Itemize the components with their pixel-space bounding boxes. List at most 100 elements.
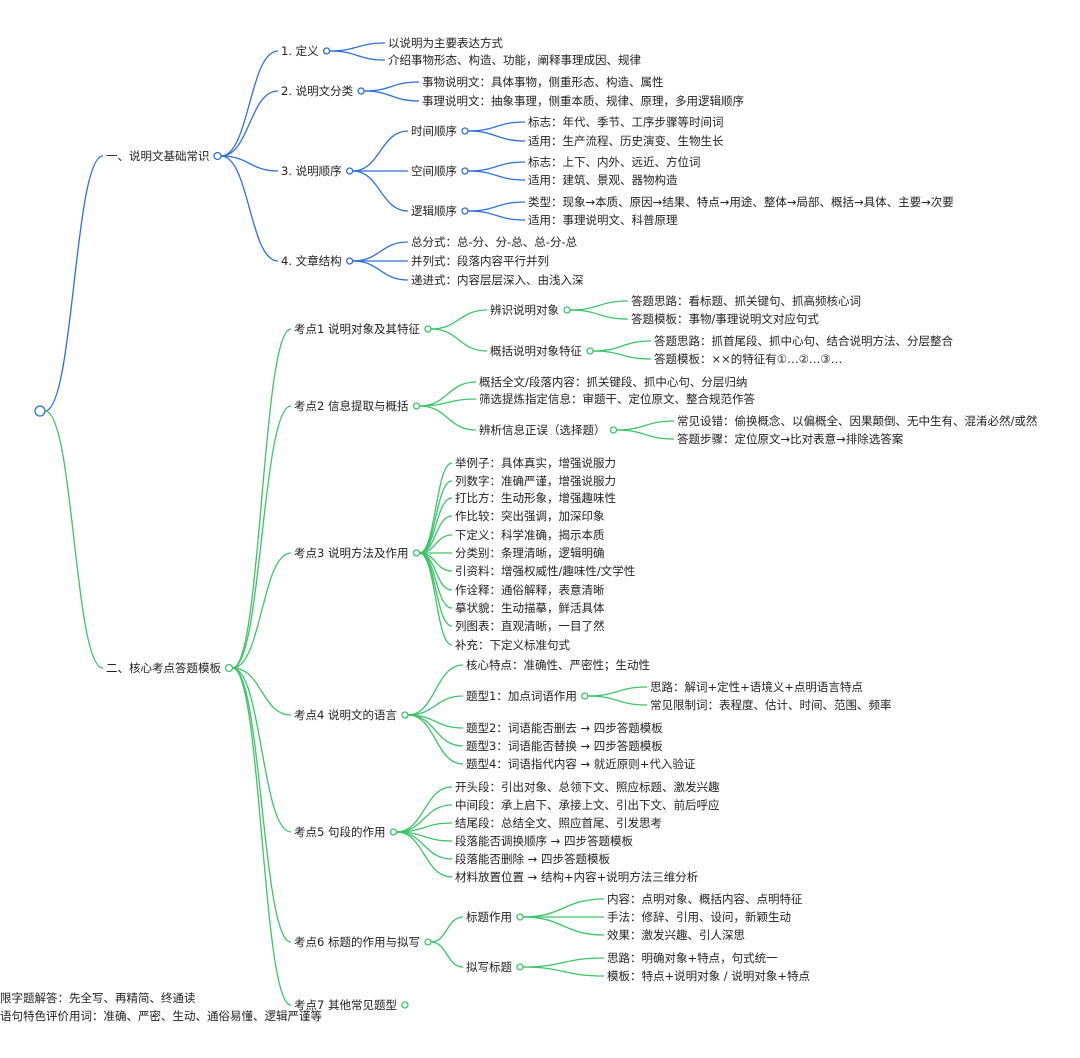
detail-label: 答题步骤：定位原文→比对表意→排除选答案 [677, 432, 904, 446]
subtopic-label: 空间顺序 [411, 164, 457, 178]
subtopic-label: 题型2：词语能否删去 → 四步答题模板 [466, 721, 663, 735]
subtopic-label: 中间段：承上启下、承接上文、引出下文、前后呼应 [455, 798, 720, 812]
subtopic-label: 介绍事物形态、构造、功能，阐释事理成因、规律 [388, 53, 641, 67]
subtopic-label: 限字题解答：先全写、再精简、终通读 [0, 991, 196, 1005]
root-node-toggle[interactable] [34, 405, 46, 417]
connector-root-0 [44, 155, 104, 412]
subtopic-collapse-toggle[interactable] [516, 963, 524, 971]
connector-l4 [616, 429, 675, 440]
subtopic-label: 开头段：引出对象、总领下文、照应标题、激发兴趣 [455, 780, 720, 794]
connector-l3 [430, 309, 488, 330]
connector-l4 [467, 121, 526, 132]
connector-l3 [419, 552, 453, 627]
subtopic-collapse-toggle[interactable] [563, 306, 571, 314]
connector-l3 [407, 695, 464, 716]
connector-l3 [352, 260, 409, 281]
topic-label: 3. 说明顺序 [281, 164, 342, 178]
detail-label: 适用：事理说明文、科普原理 [528, 213, 678, 227]
subtopic-label: 举例子：具体真实，增强说服力 [455, 456, 616, 470]
topic-collapse-toggle[interactable] [345, 257, 354, 265]
connector-l4 [467, 161, 526, 172]
subtopic-label: 概括全文/段落内容：抓关键段、抓中心句、分层归纳 [479, 375, 748, 389]
connector-l2 [232, 667, 292, 716]
detail-label: 适用：生产流程、历史演变、生物生长 [528, 134, 724, 148]
topic-label: 考点2 信息提取与概括 [294, 399, 409, 413]
connector-root-1 [44, 410, 104, 669]
subtopic-collapse-toggle[interactable] [461, 127, 469, 135]
detail-label: 思路：解词+定性+语境义+点明语言特点 [650, 680, 863, 694]
connector-l4 [467, 210, 526, 221]
topic-label: 考点7 其他常见题型 [294, 998, 397, 1012]
connector-l3 [329, 42, 386, 52]
connector-l3 [419, 552, 453, 646]
connector-l4 [569, 309, 629, 320]
subtopic-label: 结尾段：总结全文、照应首尾、引发思考 [455, 816, 662, 830]
subtopic-label: 筛选提炼指定信息：审题干、定位原文、整合规范作答 [479, 392, 755, 406]
topic-collapse-toggle[interactable] [424, 325, 432, 333]
subtopic-label: 摹状貌：生动描摹，鲜活具体 [455, 601, 605, 615]
topic-collapse-toggle[interactable] [412, 402, 421, 410]
topic-collapse-toggle[interactable] [322, 47, 331, 55]
detail-label: 答题思路：看标题、抓关键句、抓高频核心词 [631, 294, 861, 308]
detail-label: 标志：年代、季节、工序步骤等时间词 [528, 115, 724, 129]
branch-collapse-toggle[interactable] [213, 151, 222, 161]
subtopic-label: 逻辑顺序 [411, 204, 457, 218]
connector-l2 [232, 405, 292, 669]
connector-l3 [419, 405, 477, 431]
connector-l4 [616, 420, 675, 431]
topic-collapse-toggle[interactable] [389, 828, 398, 836]
connector-l4 [522, 966, 605, 977]
topic-collapse-toggle[interactable] [345, 167, 354, 175]
connector-l3 [329, 50, 386, 61]
connector-l2 [220, 50, 279, 157]
subtopic-label: 总分式：总-分、分-总、总-分-总 [411, 235, 578, 249]
subtopic-label: 事理说明文：抽象事理，侧重本质、规律、原理，多用逻辑顺序 [422, 94, 744, 108]
connector-l3 [419, 552, 453, 591]
subtopic-collapse-toggle[interactable] [516, 913, 524, 921]
topic-collapse-toggle[interactable] [412, 549, 421, 557]
connector-l3 [407, 714, 464, 747]
subtopic-collapse-toggle[interactable] [609, 426, 618, 434]
topic-collapse-toggle[interactable] [357, 87, 365, 95]
subtopic-label: 作诠释：通俗解释，表意清晰 [455, 583, 605, 597]
subtopic-label: 分类别：条理清晰，逻辑明确 [455, 546, 605, 560]
subtopic-label: 打比方：生动形象，增强趣味性 [455, 491, 616, 505]
connector-l3 [352, 170, 409, 212]
branch-collapse-toggle[interactable] [224, 663, 234, 673]
connector-l3 [419, 462, 453, 554]
subtopic-label: 语句特色评价用词：准确、严密、生动、通俗易懂、逻辑严谨等 [0, 1009, 322, 1023]
subtopic-label: 事物说明文：具体事物，侧重形态、构造、属性 [422, 75, 664, 89]
connector-l3 [396, 831, 453, 878]
detail-label: 常见限制词：表程度、估计、时间、范围、频率 [650, 698, 892, 712]
subtopic-label: 标题作用 [466, 910, 512, 924]
topic-label: 2. 说明文分类 [281, 84, 354, 98]
detail-label: 内容：点明对象、概括内容、点明特征 [607, 892, 803, 906]
connector-l2 [220, 155, 279, 172]
subtopic-collapse-toggle[interactable] [461, 207, 469, 215]
detail-label: 标志：上下、内外、远近、方位词 [528, 155, 701, 169]
branch-label: 一、说明文基础常识 [106, 149, 210, 163]
connector-l4 [522, 916, 605, 936]
subtopic-label: 核心特点：准确性、严密性；生动性 [466, 658, 650, 672]
subtopic-collapse-toggle[interactable] [586, 347, 594, 355]
topic-collapse-toggle[interactable] [401, 1001, 409, 1009]
subtopic-label: 递进式：内容层层深入、由浅入深 [411, 273, 584, 287]
connector-l3 [430, 328, 488, 352]
connector-l4 [569, 300, 629, 311]
subtopic-label: 辨析信息正误（选择题） [479, 423, 606, 437]
topic-collapse-toggle[interactable] [424, 938, 432, 946]
subtopic-label: 材料放置位置 → 结构+内容+说明方法三维分析 [455, 870, 699, 884]
connector-l2 [232, 328, 292, 669]
subtopic-collapse-toggle[interactable] [461, 167, 469, 175]
topic-collapse-toggle[interactable] [401, 711, 409, 719]
connector-l3 [396, 786, 453, 833]
connector-l4 [467, 201, 526, 212]
topic-label: 考点3 说明方法及作用 [294, 546, 409, 560]
subtopic-label: 并列式：段落内容平行并列 [411, 254, 549, 268]
topic-label: 1. 定义 [281, 44, 319, 58]
subtopic-collapse-toggle[interactable] [581, 692, 589, 700]
connector-l3 [364, 81, 420, 92]
connector-l3 [407, 664, 464, 716]
connector-l3 [352, 241, 409, 262]
connector-l4 [592, 350, 652, 360]
